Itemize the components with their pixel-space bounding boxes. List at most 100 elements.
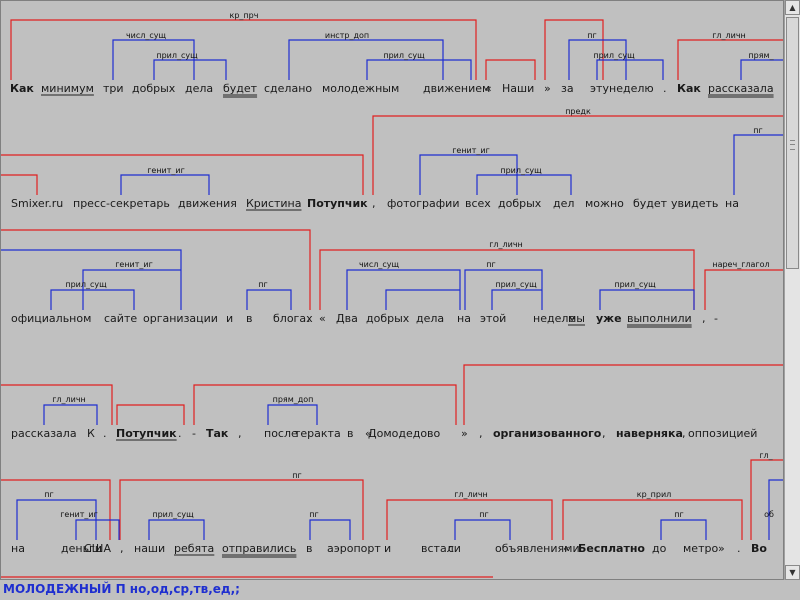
word-token[interactable]: дела — [185, 82, 213, 95]
word-token[interactable]: объявлениями — [495, 542, 580, 555]
word-token[interactable]: Как — [10, 82, 34, 95]
word-token[interactable]: аэропорт — [327, 542, 381, 555]
word-token[interactable]: официальном — [11, 312, 91, 325]
word-token[interactable]: наверняка — [616, 427, 683, 440]
word-token[interactable]: молодежным — [322, 82, 399, 95]
word-token[interactable]: рассказала — [708, 82, 774, 95]
word-token[interactable]: . — [663, 82, 667, 95]
word-token[interactable]: всех — [465, 197, 491, 210]
word-token[interactable]: » — [461, 427, 468, 440]
word-token[interactable]: Кристина — [246, 197, 301, 210]
word-token[interactable]: организации — [143, 312, 218, 325]
word-token[interactable]: фотографии — [387, 197, 459, 210]
word-token[interactable]: - — [714, 312, 718, 325]
word-token[interactable]: Smixer.ru — [11, 197, 63, 210]
word-token[interactable]: три — [103, 82, 124, 95]
word-token[interactable]: сайте — [104, 312, 137, 325]
word-token[interactable]: этой — [480, 312, 506, 325]
word-token[interactable]: » — [544, 82, 551, 95]
word-token[interactable]: . — [178, 427, 182, 440]
word-token[interactable]: будет — [223, 82, 258, 95]
word-token[interactable]: после — [264, 427, 298, 440]
word-token[interactable]: оппозицией — [688, 427, 757, 440]
scroll-thumb[interactable] — [786, 17, 799, 269]
word-token[interactable]: Наши — [502, 82, 534, 95]
word-token[interactable]: можно — [585, 197, 624, 210]
word-token[interactable]: в — [306, 542, 312, 555]
word-token[interactable]: и — [226, 312, 233, 325]
word-token[interactable]: выполнили — [627, 312, 692, 325]
word-token[interactable]: отправились — [222, 542, 296, 555]
word-token[interactable]: Домодедово — [368, 427, 441, 440]
word-token[interactable]: движением — [423, 82, 490, 95]
word-token[interactable]: » — [718, 542, 725, 555]
word-token[interactable]: деньги — [61, 542, 102, 555]
arrow-up-icon[interactable]: ▲ — [785, 0, 800, 15]
attribute-link — [596, 59, 664, 80]
word-token[interactable]: встали — [421, 542, 461, 555]
word-token[interactable]: в — [246, 312, 252, 325]
word-token[interactable]: « — [563, 542, 570, 555]
word-token[interactable]: движения — [178, 197, 237, 210]
word-token[interactable]: добрых — [132, 82, 176, 95]
word-token[interactable]: минимум — [41, 82, 94, 95]
word-token[interactable]: теракта — [294, 427, 341, 440]
word-token[interactable]: и — [384, 542, 391, 555]
word-token[interactable]: наши — [134, 542, 165, 555]
word-token[interactable]: , — [372, 197, 376, 210]
word-token[interactable]: . — [103, 427, 107, 440]
relation-label: числ_сущ — [359, 260, 400, 269]
word-token[interactable]: . — [307, 312, 311, 325]
word-token[interactable]: эту — [590, 82, 609, 95]
word-token[interactable]: сделано — [264, 82, 312, 95]
word-token[interactable]: организованного — [493, 427, 602, 440]
word-token[interactable]: на — [725, 197, 739, 210]
word-token[interactable]: дел — [553, 197, 574, 210]
word-token[interactable]: США — [84, 542, 111, 555]
word-token[interactable]: с — [448, 542, 454, 555]
word-token[interactable]: « — [365, 427, 372, 440]
word-token[interactable]: неделю — [609, 82, 654, 95]
word-token[interactable]: , — [238, 427, 242, 440]
word-token[interactable]: до — [652, 542, 667, 555]
word-token[interactable]: - — [192, 427, 196, 440]
word-token[interactable]: мы — [568, 312, 585, 325]
word-token[interactable]: метро — [683, 542, 718, 555]
word-token[interactable]: К — [87, 427, 95, 440]
attribute-link — [82, 269, 181, 310]
word-token[interactable]: Потупчик — [307, 197, 368, 210]
word-token[interactable]: . — [737, 542, 741, 555]
word-token[interactable]: , — [479, 427, 483, 440]
word-token[interactable]: добрых — [366, 312, 410, 325]
word-token[interactable]: уже — [596, 312, 622, 325]
word-token[interactable]: « — [485, 82, 492, 95]
word-token[interactable]: увидеть — [671, 197, 718, 210]
word-token[interactable]: добрых — [498, 197, 542, 210]
word-token[interactable]: за — [561, 82, 574, 95]
word-token[interactable]: неделе — [533, 312, 575, 325]
word-token[interactable]: , — [682, 427, 686, 440]
relation-label: пг — [44, 490, 53, 499]
vertical-scrollbar[interactable]: ▲ ▼ — [784, 0, 800, 580]
word-token[interactable]: пресс-секретарь — [73, 197, 170, 210]
word-token[interactable]: будет — [633, 197, 668, 210]
word-token[interactable]: в — [347, 427, 353, 440]
word-token[interactable]: на — [11, 542, 25, 555]
arrow-down-icon[interactable]: ▼ — [785, 565, 800, 580]
word-token[interactable]: Бесплатно — [578, 542, 645, 555]
word-token[interactable]: Два — [336, 312, 358, 325]
word-token[interactable]: на — [457, 312, 471, 325]
word-token[interactable]: , — [120, 542, 124, 555]
word-token[interactable]: рассказала — [11, 427, 77, 440]
word-token[interactable]: блогах — [273, 312, 313, 325]
word-token[interactable]: ребята — [174, 542, 214, 555]
relation-label: нареч_глагол — [712, 260, 769, 269]
word-token[interactable]: « — [319, 312, 326, 325]
word-token[interactable]: , — [702, 312, 706, 325]
word-token[interactable]: , — [602, 427, 606, 440]
word-token[interactable]: дела — [416, 312, 444, 325]
word-token[interactable]: Как — [677, 82, 701, 95]
word-token[interactable]: Так — [206, 427, 229, 440]
word-token[interactable]: Во — [751, 542, 767, 555]
word-token[interactable]: Потупчик — [116, 427, 177, 440]
